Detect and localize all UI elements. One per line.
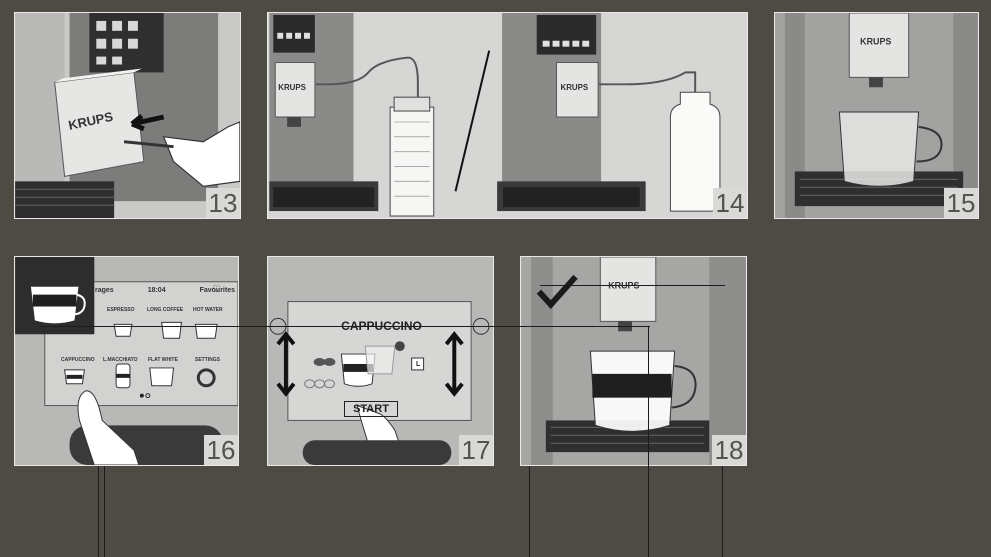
header-time: 18:04 [148,287,166,294]
callout-line [98,466,99,557]
favourites-heart-icon[interactable]: ♡ [212,284,221,295]
header-category: rages [95,287,114,294]
menu-item-cappuccino[interactable]: CAPPUCCINO [61,357,95,363]
menu-item-long-coffee[interactable]: LONG COFFEE [147,307,183,313]
step-number-17: 17 [459,435,493,465]
menu-item-espresso[interactable]: ESPRESSO [107,307,135,313]
step-15-panel: KRUPS 15 [774,12,979,219]
menu-item-flat-white[interactable]: FLAT WHITE [148,357,178,363]
menu-item-latte-macchiato[interactable]: L.MACCHIATO [103,357,138,363]
cup-size-label: L [416,361,420,368]
menu-item-settings[interactable]: SETTINGS [195,357,220,363]
step-number-18: 18 [712,435,746,465]
step-17-illustration [268,257,493,465]
callout-line [648,326,649,557]
callout-line [40,326,650,327]
step-number-14: 14 [713,188,747,218]
step-18-illustration: KRUPS [521,257,746,465]
step-17-panel: CAPPUCCINO START L 17 [267,256,494,466]
step-16-panel: rages 18:04 Favourites ♡ ESPRESSO LONG C… [14,256,239,466]
krups-logo: KRUPS [560,83,588,92]
krups-logo: KRUPS [860,37,891,47]
step-14-illustration: KRUPS KRUPS [268,13,747,218]
menu-item-hot-water[interactable]: HOT WATER [193,307,223,313]
callout-line [540,285,725,286]
callout-line [104,466,105,557]
callout-line [722,466,723,557]
krups-logo: KRUPS [278,83,306,92]
step-number-15: 15 [944,188,978,218]
step-13-panel: KRUPS 13 [14,12,241,219]
step-14-panel: KRUPS KRUPS 14 [267,12,748,219]
step-18-panel: KRUPS 18 [520,256,747,466]
step-number-13: 13 [206,188,240,218]
start-button[interactable]: START [344,401,398,417]
step-number-16: 16 [204,435,238,465]
callout-line [529,466,530,557]
